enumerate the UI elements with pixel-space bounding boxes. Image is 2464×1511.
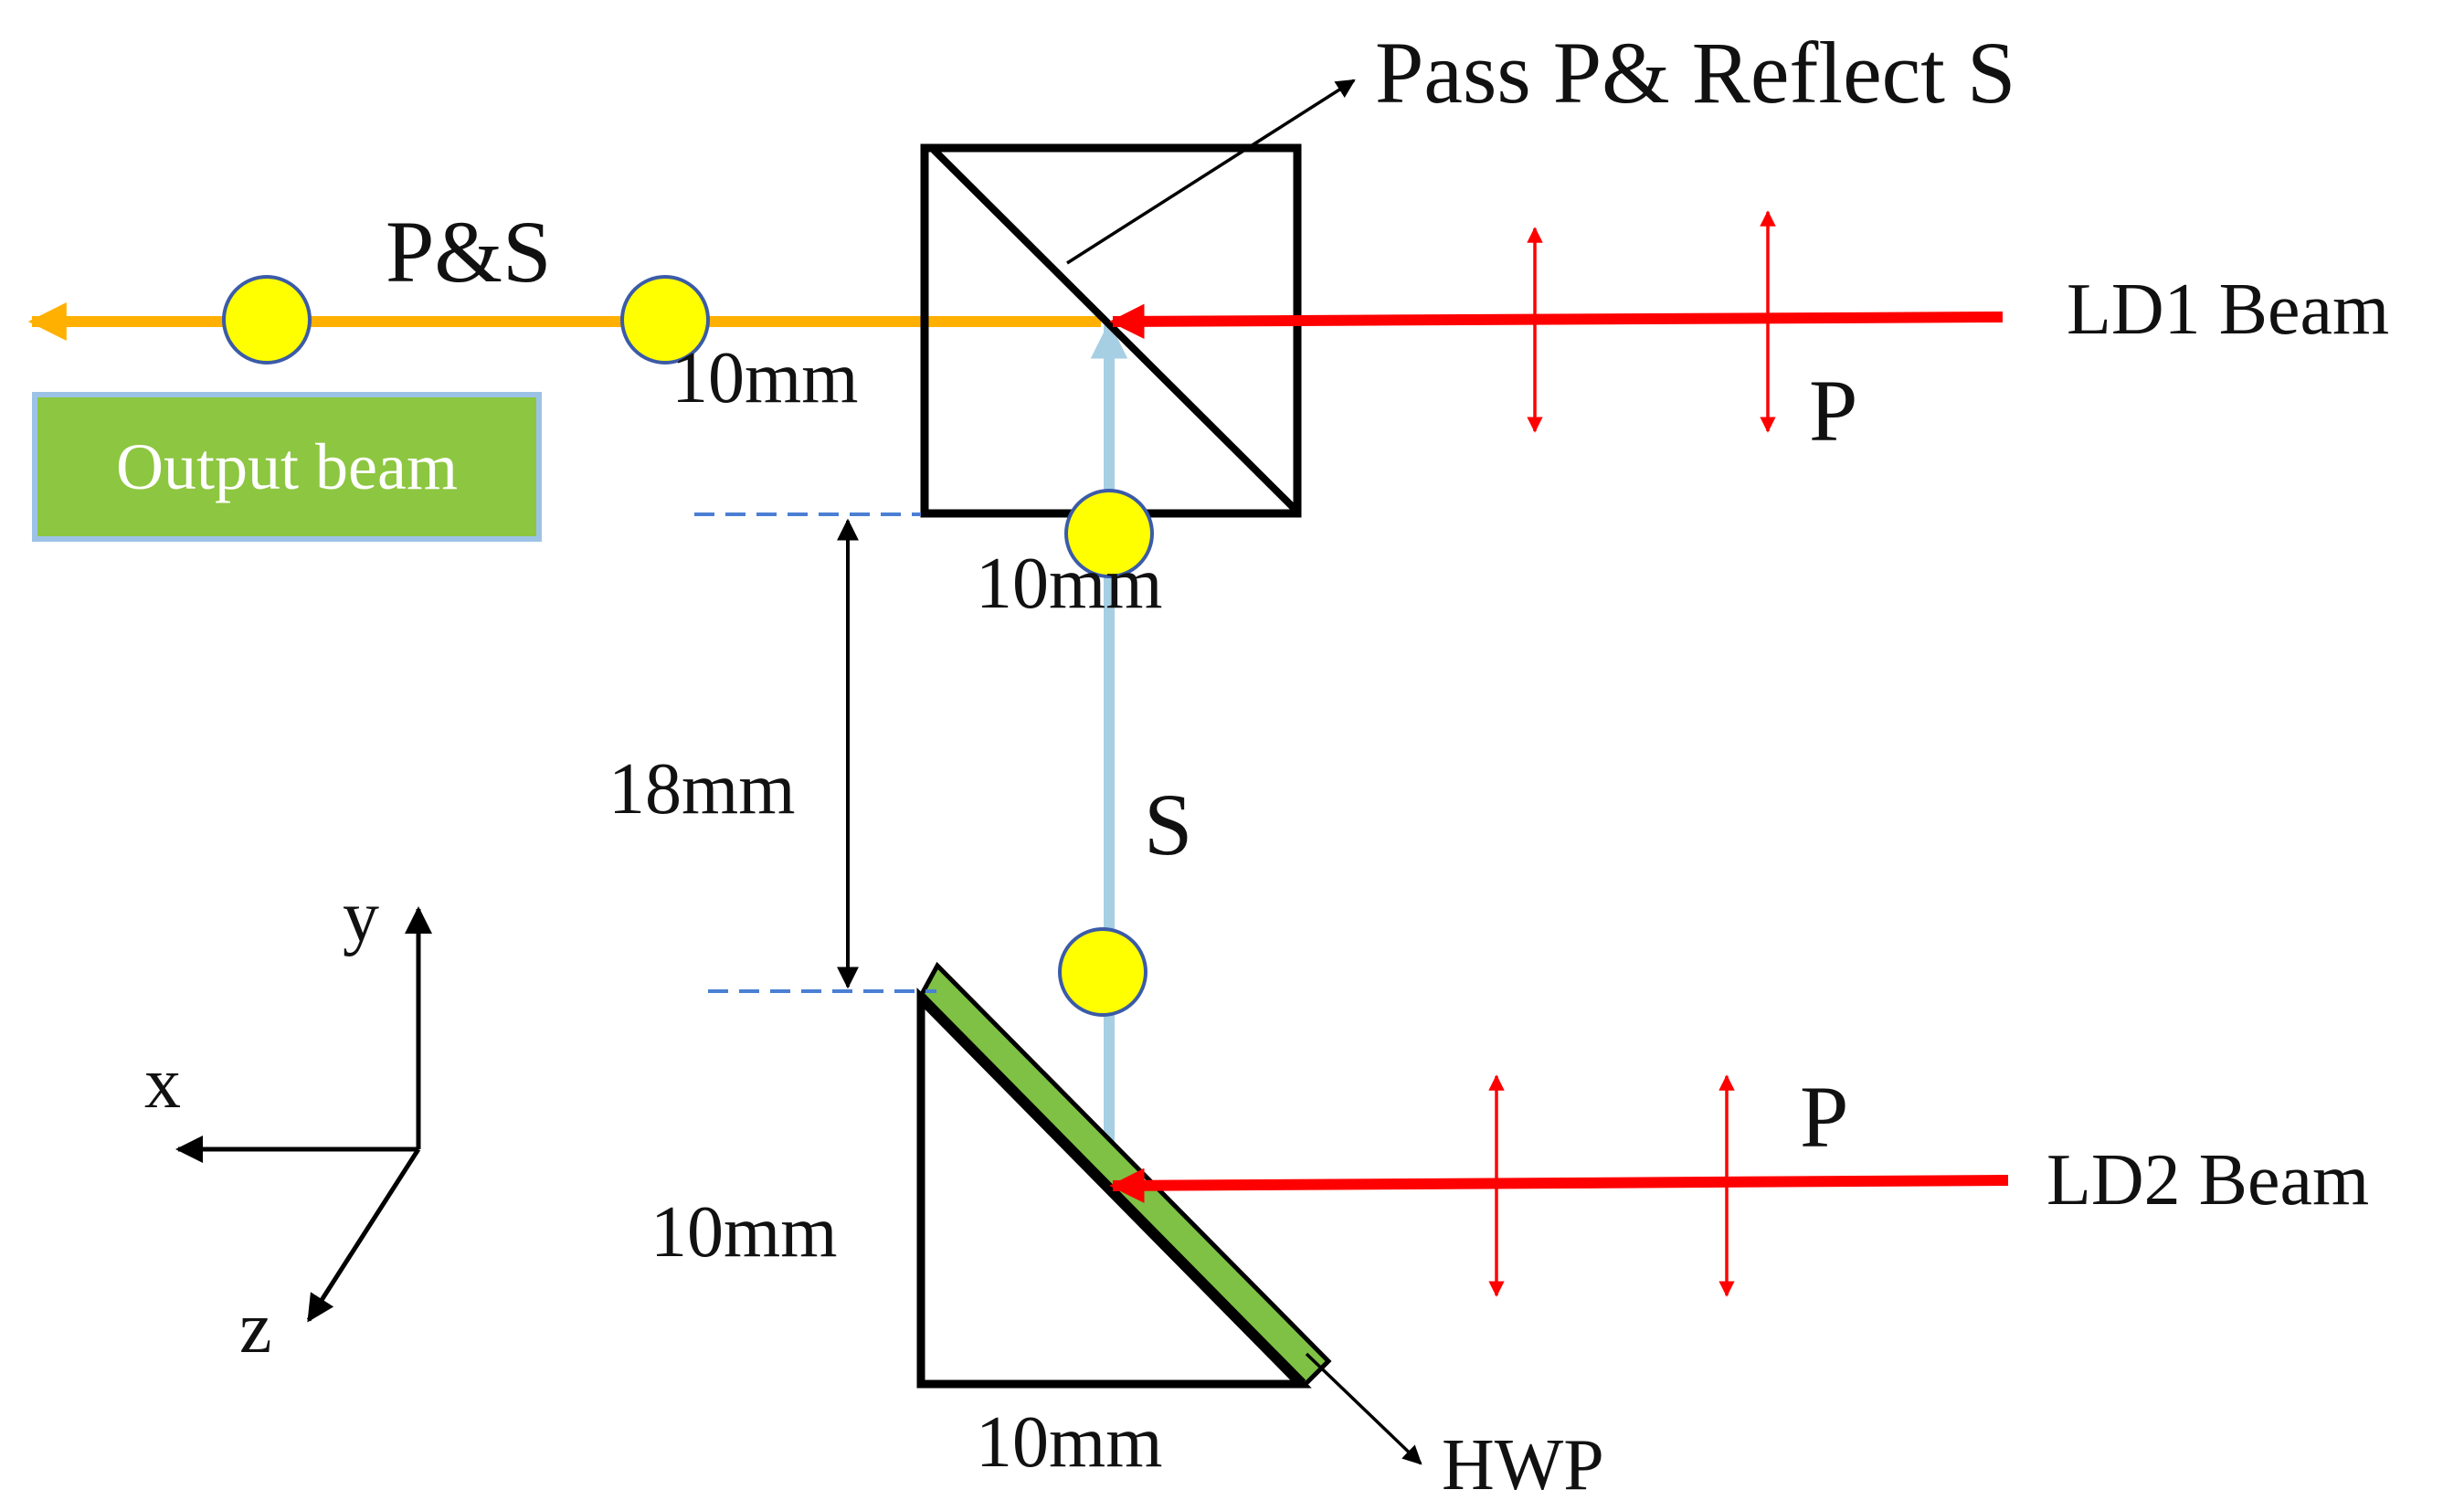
hwp-label: HWP — [1442, 1425, 1604, 1506]
output-beam-box — [32, 392, 542, 542]
hwp-leader — [1305, 1352, 1422, 1465]
half-wave-plate — [917, 961, 1332, 1389]
p-pol-label-top: P — [1809, 362, 1857, 460]
output-beam-label: Output beam — [116, 430, 458, 503]
ld2-beam — [1109, 1168, 2009, 1203]
combined-pol-label: P&S — [386, 203, 551, 301]
prism-bottom-dimension: 10mm — [976, 1402, 1162, 1483]
pbs-note-label: Pass P& Reflect S — [1375, 24, 2015, 122]
axis-y-label: y — [343, 877, 379, 957]
p-pol-label-bottom: P — [1800, 1068, 1848, 1166]
s-pol-dot-1 — [222, 275, 312, 365]
cube-left-dimension: 10mm — [672, 338, 858, 418]
ld1-label: LD1 Beam — [2067, 269, 2389, 350]
axis-z-line — [306, 1147, 421, 1323]
cube-bottom-dimension: 10mm — [976, 544, 1162, 624]
s-pol-dot-4 — [1058, 927, 1147, 1017]
s-pol-dot-2 — [620, 275, 710, 365]
gap-dimension-label: 18mm — [608, 749, 795, 829]
pbs-note-leader — [1066, 79, 1356, 265]
ld1-beam — [1109, 303, 2004, 340]
s-pol-dot-3 — [1064, 489, 1154, 578]
prism-left-dimension: 10mm — [650, 1192, 837, 1273]
axis-x-label: x — [144, 1043, 181, 1124]
ld2-label: LD2 Beam — [2046, 1140, 2369, 1220]
axis-z-label: z — [239, 1288, 272, 1368]
s-pol-label: S — [1144, 776, 1192, 873]
